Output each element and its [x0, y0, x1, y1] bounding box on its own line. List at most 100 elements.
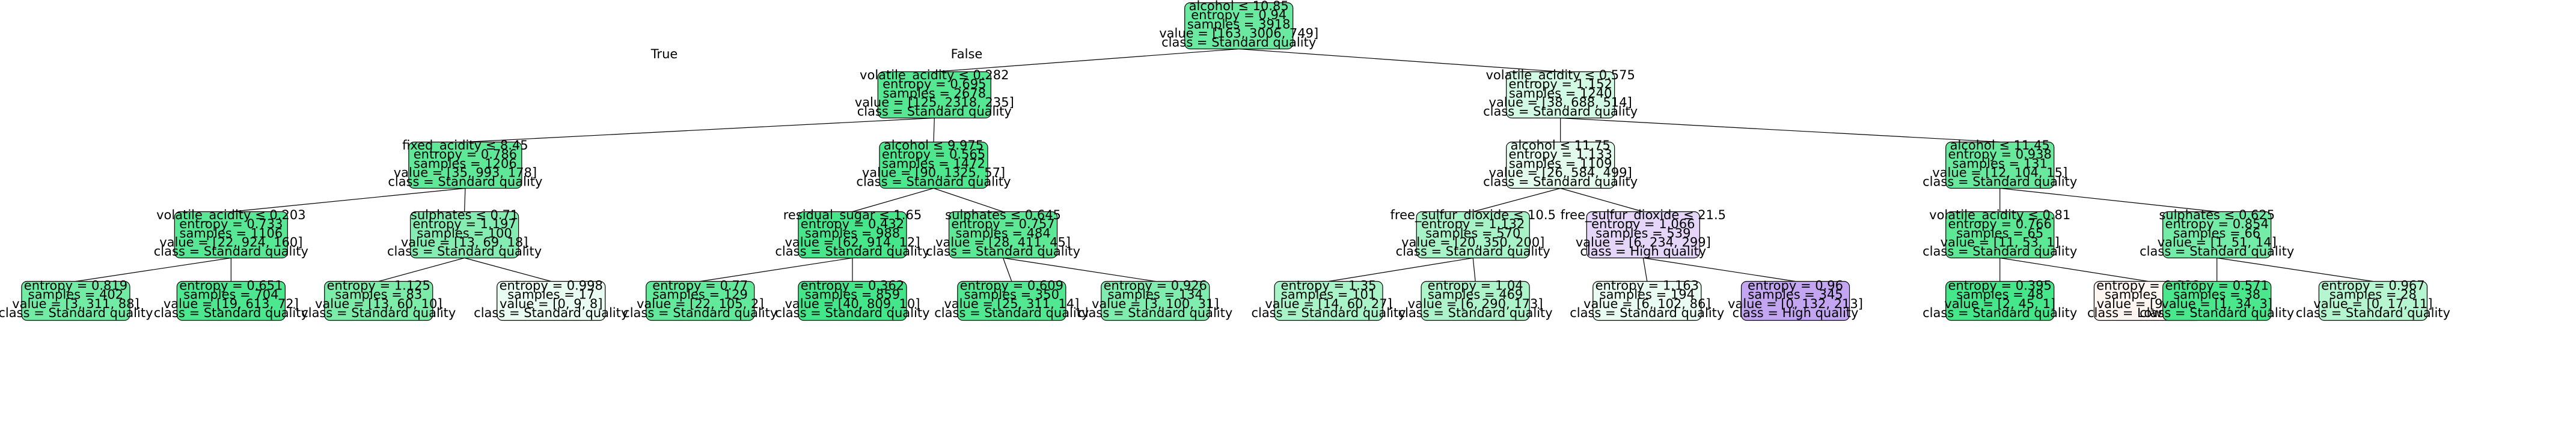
- node-box: [1506, 71, 1615, 119]
- node-text-line: entropy = 0.766: [1948, 217, 2052, 231]
- node-box: [1945, 280, 2055, 321]
- node-text-line: volatile_acidity ≤ 0.203: [156, 208, 305, 223]
- edge-n9-n19: [700, 257, 853, 282]
- node-box: [877, 71, 991, 119]
- node-text-line: entropy = 0.786: [414, 147, 517, 162]
- node-text-line: alcohol ≤ 10.85: [1189, 0, 1289, 13]
- node-text-line: class = Standard quality: [1483, 104, 1638, 119]
- node-text-line: entropy = 1.197: [412, 217, 516, 231]
- node-box: [1274, 280, 1383, 321]
- node-text-line: samples = 2678: [883, 86, 986, 100]
- edge-n3-n7: [231, 187, 465, 213]
- node-text-line: class = Standard quality: [154, 306, 308, 320]
- node-text-line: samples = 28: [2330, 288, 2417, 302]
- node-text-line: value = [90, 1325, 57]: [862, 165, 1005, 180]
- node-text-line: class = Standard quality: [1396, 244, 1550, 259]
- node-text-line: alcohol ≤ 11.45: [1950, 138, 2050, 153]
- node-box: [646, 280, 755, 321]
- node-text-line: samples = 539: [1595, 226, 1690, 240]
- tree-edge: [1472, 258, 1476, 282]
- edge-n8-n18: [464, 257, 551, 282]
- node-text-line: class = Standard quality: [1483, 175, 1638, 189]
- node-text-line: class = Standard quality: [1923, 175, 2077, 189]
- node-text-line: samples = 1106: [180, 226, 283, 240]
- tree-edge: [231, 187, 465, 213]
- node-text-line: entropy = 0.362: [801, 278, 904, 292]
- node-text-line: samples = 65: [1956, 226, 2043, 240]
- node-text-line: value = [38, 688, 514]: [1489, 95, 1632, 109]
- node-text-line: entropy = 1.152: [1509, 77, 1612, 91]
- node-box: [798, 280, 907, 321]
- tree-edge: [1002, 258, 1012, 282]
- tree-edge: [852, 187, 934, 213]
- tree-edge: [1999, 187, 2217, 213]
- node-text-line: class = Standard quality: [1923, 244, 2077, 259]
- node-text-line: value = [125, 2318, 235]: [855, 95, 1014, 109]
- node-text-line: samples = 859: [805, 288, 900, 302]
- node-text-line: samples = 17: [507, 288, 595, 302]
- node-text-line: class = Standard quality: [474, 306, 628, 320]
- node-text-line: class = Standard quality: [1923, 306, 2077, 320]
- tree-edge: [1560, 117, 2000, 143]
- node-box: [1416, 211, 1530, 259]
- node-text-line: entropy = 0.651: [179, 278, 283, 292]
- node-box: [2162, 280, 2272, 321]
- node-text-line: value = [6, 290, 173]: [1408, 297, 1543, 311]
- node-box: [21, 280, 130, 321]
- node-text-line: samples = 988: [805, 226, 900, 240]
- node-text-line: alcohol ≤ 9.975: [884, 138, 984, 153]
- node-box: [408, 141, 522, 189]
- edge-n0-n2: [1238, 48, 1561, 73]
- node-text-line: entropy = 0.96: [1748, 278, 1843, 292]
- node-text-line: value = [0, 9, 8]: [500, 297, 602, 311]
- edge-n8-n17: [378, 257, 465, 282]
- node-box: [1586, 211, 1700, 259]
- node-text-line: samples = 38: [2173, 288, 2260, 302]
- true-edge-label: True: [650, 47, 678, 61]
- node-text-line: value = [3, 311, 88]: [12, 297, 139, 311]
- edge-n10-n21: [1002, 258, 1012, 282]
- node-text-line: class = Standard quality: [2296, 306, 2450, 320]
- edge-n13-n28: [1999, 257, 2149, 282]
- node-text-line: class = Standard quality: [1078, 306, 1232, 320]
- tree-edge: [1473, 187, 1561, 213]
- node-text-line: samples = 101: [1281, 288, 1376, 302]
- node-text-line: sulphates ≤ 0.645: [945, 208, 1061, 222]
- node-text-line: class = High quality: [1580, 244, 1706, 259]
- node-text-line: volatile_acidity ≤ 0.282: [860, 68, 1009, 83]
- node-text-line: free_sulfur_dioxide ≤ 10.5: [1390, 208, 1556, 223]
- node-box: [1740, 280, 1850, 321]
- node-text-line: entropy = 1.163: [1595, 278, 1699, 292]
- node-box: [2162, 211, 2272, 259]
- node-text-line: value = [0, 132, 213]: [1728, 297, 1863, 311]
- node-box: [1945, 141, 2055, 189]
- node-text-line: value = [26, 584, 499]: [1489, 165, 1632, 180]
- edge-n11-n24: [1472, 258, 1476, 282]
- node-text-line: value = [62, 914, 12]: [785, 235, 920, 249]
- tree-edge: [2217, 257, 2373, 282]
- node-text-line: value = [1, 51, 14]: [2158, 235, 2277, 249]
- node-text-line: class = Standard quality: [2140, 306, 2294, 320]
- node-text-line: samples = 194: [1600, 288, 1695, 302]
- node-text-line: class = Standard quality: [1398, 306, 1553, 320]
- node-text-line: free_sulfur_dioxide ≤ 21.5: [1561, 208, 1726, 223]
- node-box: [1184, 2, 1294, 50]
- edge-n5-n11: [1473, 187, 1561, 213]
- node-text-line: value = [35, 993, 178]: [394, 165, 537, 180]
- false-edge-label: False: [951, 47, 983, 61]
- node-text-line: value = [13, 69, 18]: [401, 235, 528, 249]
- node-text-line: value = [1, 34, 3]: [2161, 297, 2272, 311]
- node-text-line: value = [25, 311, 14]: [944, 297, 1079, 311]
- tree-edge: [1643, 257, 1796, 282]
- node-text-line: value = [28, 411, 45]: [935, 235, 1071, 249]
- node-text-line: fixed_acidity ≤ 8.45: [402, 138, 528, 153]
